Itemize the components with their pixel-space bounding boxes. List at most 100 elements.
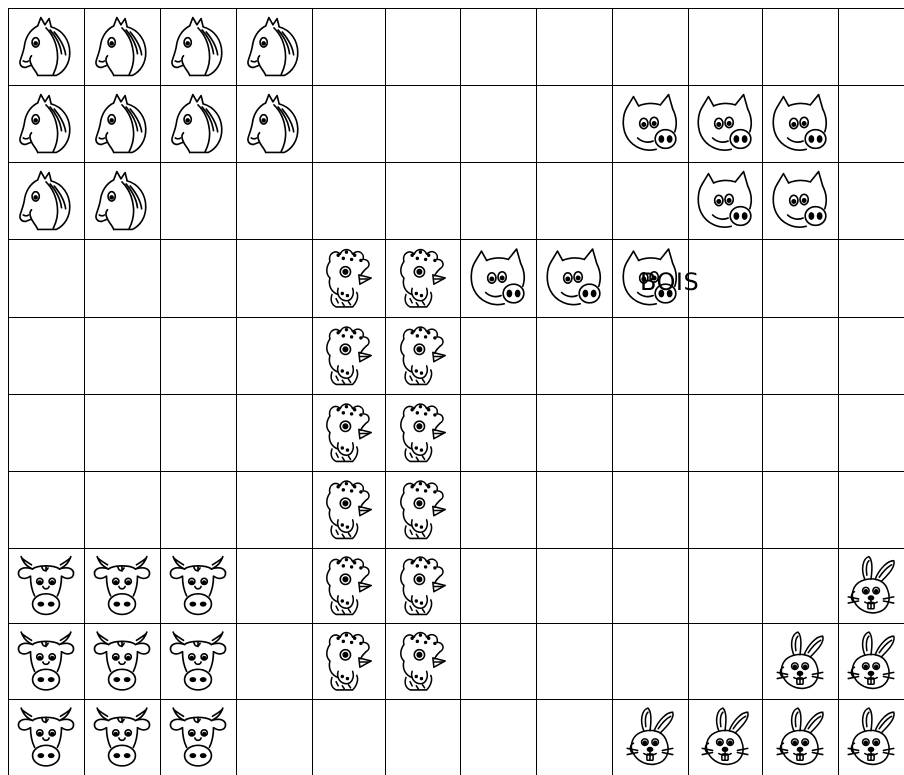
grid-cell [537,9,613,86]
grid-cell [839,395,904,472]
grid-cell [237,318,313,395]
grid-cell [537,395,613,472]
grid-cell [9,700,85,775]
grid-cell [461,318,537,395]
grid-cell [763,472,839,549]
grid-cell [461,549,537,624]
grid-cell [386,86,461,163]
grid-cell [85,472,161,549]
grid-cell [613,9,689,86]
grid-cell [763,9,839,86]
grid-cell [839,318,904,395]
grid-lines [9,9,904,775]
grid-cell [161,549,237,624]
grid-cell [161,9,237,86]
grid-cell [537,86,613,163]
grid-cell [537,318,613,395]
grid-cell [689,624,763,700]
grid-cell [386,240,461,318]
grid-cell [161,318,237,395]
grid-cell [613,549,689,624]
grid-cell [386,472,461,549]
grid-cell [161,700,237,775]
grid-cell [237,624,313,700]
grid-cell [85,395,161,472]
grid-cell [85,700,161,775]
grid-cell [313,318,386,395]
grid-cell [237,549,313,624]
grid-cell [689,240,763,318]
grid-cell [85,549,161,624]
grid-cell [386,318,461,395]
grid-cell [689,318,763,395]
grid-cell [85,624,161,700]
grid-cell [313,624,386,700]
grid-cell [839,9,904,86]
grid-cell [9,86,85,163]
grid-cell [85,240,161,318]
grid-cell [461,86,537,163]
grid-cell [386,163,461,240]
grid-cell [161,472,237,549]
grid-cell [613,472,689,549]
grid-cell [161,395,237,472]
grid-cell [461,472,537,549]
grid-cell [763,318,839,395]
grid-cell [85,163,161,240]
grid-cell [461,624,537,700]
grid-cell [386,624,461,700]
grid-cell [9,472,85,549]
grid-cell [9,163,85,240]
grid-cell [161,86,237,163]
grid-cell [313,86,386,163]
grid-cell [386,549,461,624]
grid-cell [9,395,85,472]
grid-cell [763,240,839,318]
grid-cell [313,9,386,86]
grid-cell [537,163,613,240]
grid-cell [461,700,537,775]
grid-cell [237,472,313,549]
grid-cell [613,395,689,472]
grid-cell [537,624,613,700]
grid-cell [313,240,386,318]
grid-cell [461,9,537,86]
grid-cell [386,700,461,775]
grid-cell [313,472,386,549]
grid-cell [313,163,386,240]
grid-cell [839,163,904,240]
grid-cell [386,395,461,472]
grid-cell [386,9,461,86]
grid-cell [9,240,85,318]
grid-cell [839,472,904,549]
grid-cell [537,700,613,775]
board-label-bois: BOIS [640,270,699,294]
grid-cell [461,163,537,240]
grid-cell [461,395,537,472]
grid-cell [689,9,763,86]
grid-cell [613,163,689,240]
grid-cell [85,86,161,163]
grid-cell [9,9,85,86]
grid-cell [237,395,313,472]
grid-cell [839,240,904,318]
grid-cell [9,624,85,700]
grid-cell [313,395,386,472]
grid-cell [537,549,613,624]
grid-cell [161,163,237,240]
grid-cell [9,549,85,624]
grid-cell [85,318,161,395]
grid-cell [689,472,763,549]
grid-cell [237,9,313,86]
grid-cell [537,472,613,549]
grid-cell [689,395,763,472]
grid-cell [613,624,689,700]
grid-cell [161,240,237,318]
grid-cell [763,395,839,472]
grid-cell [613,318,689,395]
grid-cell [839,86,904,163]
grid-cell [85,9,161,86]
grid-cell [237,163,313,240]
grid-cell [237,86,313,163]
